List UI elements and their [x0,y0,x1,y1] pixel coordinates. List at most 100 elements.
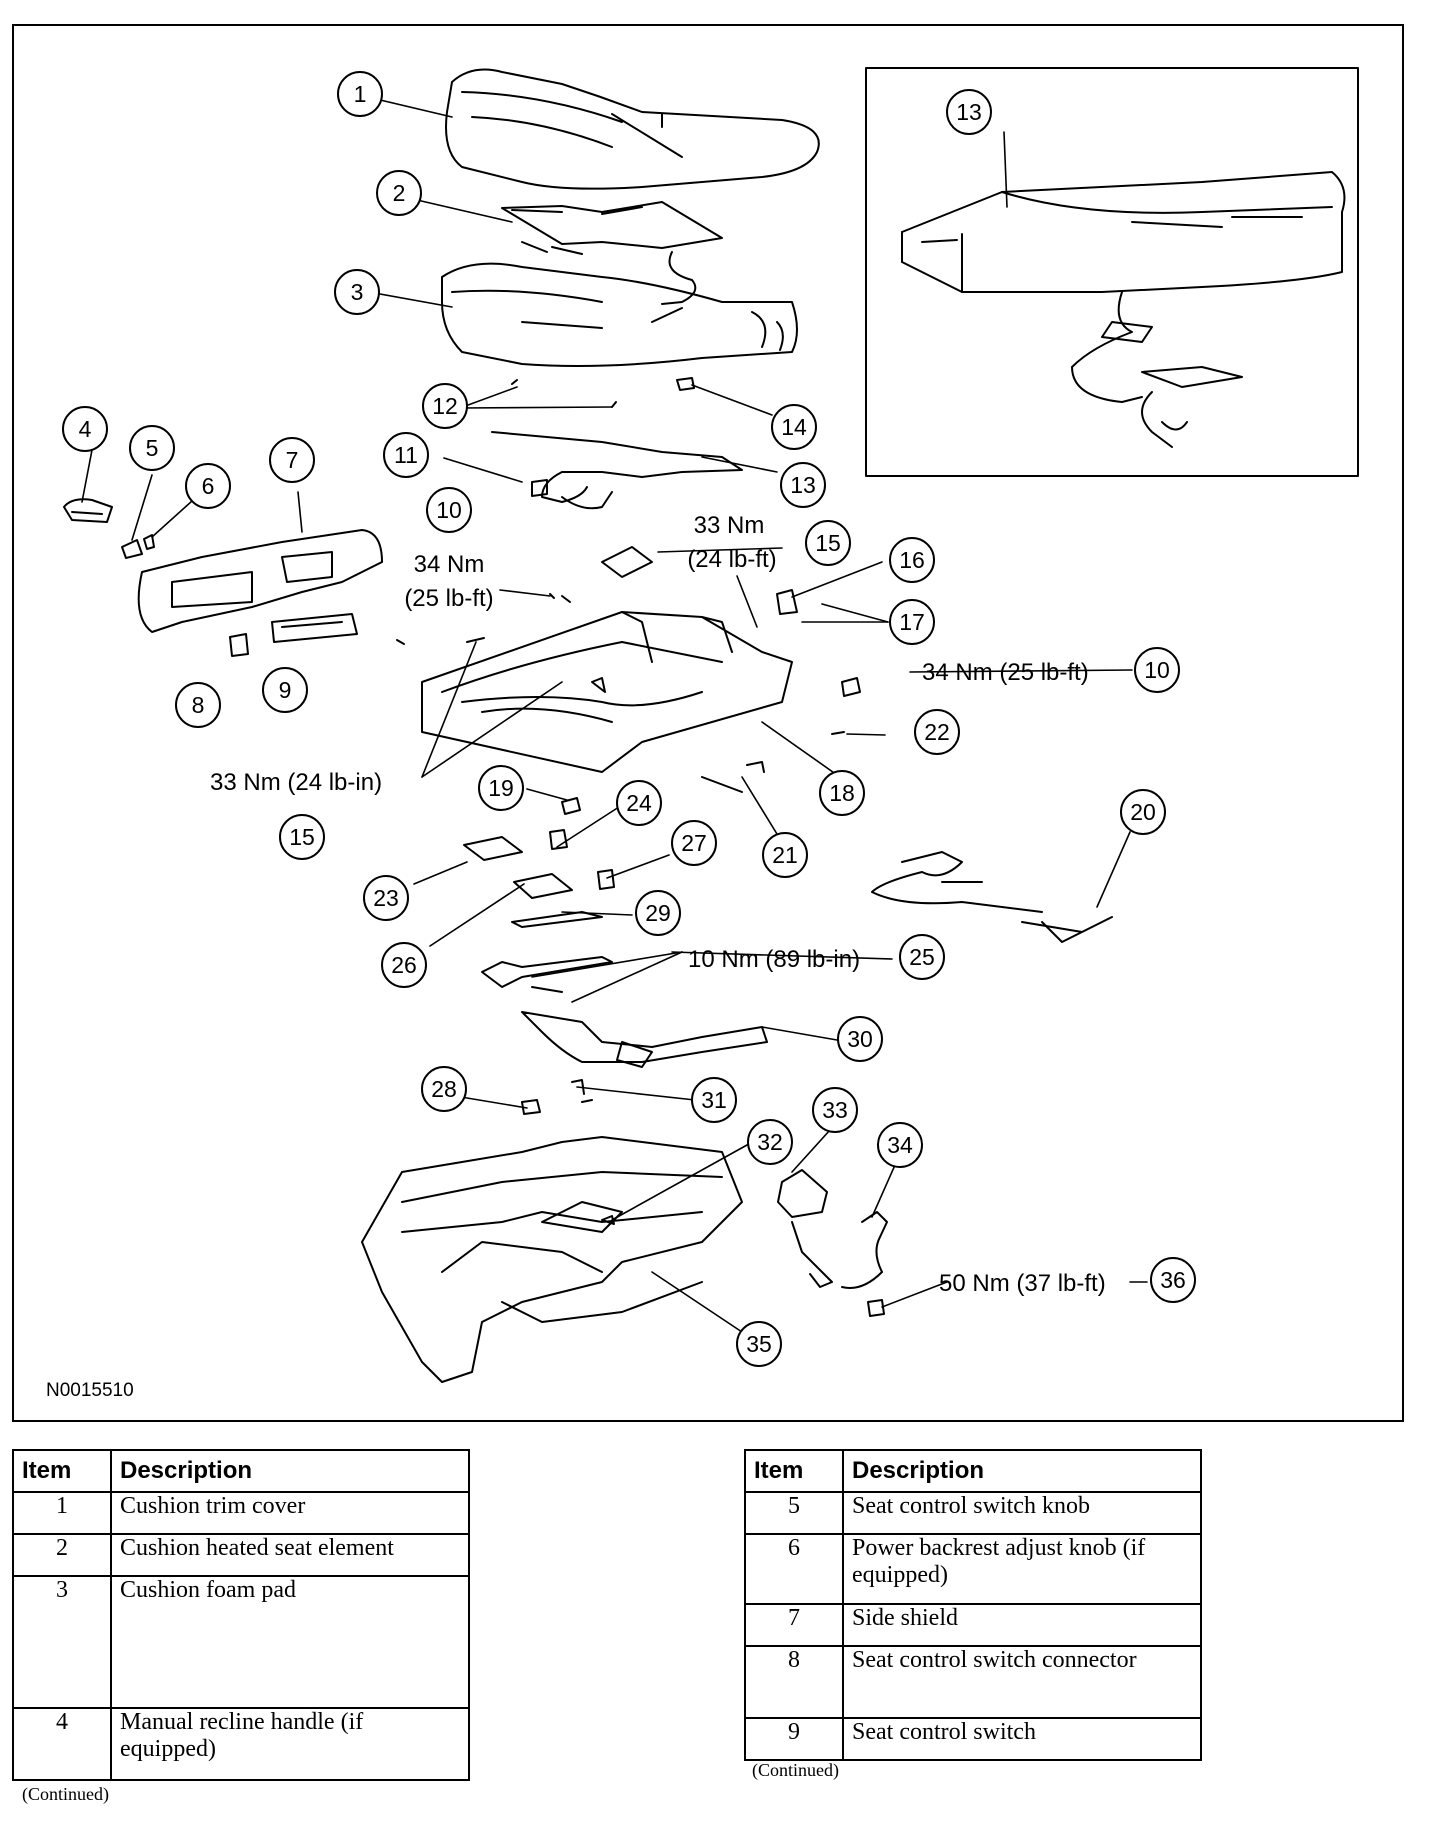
svg-text:31: 31 [701,1087,727,1113]
item-number: 3 [12,1575,112,1709]
svg-text:9: 9 [279,677,292,703]
callout-32: 32 [747,1119,793,1165]
svg-text:27: 27 [681,830,707,856]
callout-29: 29 [635,890,681,936]
item-description: Side shield [842,1603,1202,1647]
torque-label-t25: 10 Nm (89 lb-in) [688,946,860,973]
table-row: 9 Seat control switch [744,1717,1202,1761]
callout-11: 11 [383,432,429,478]
table-row: 6 Power backrest adjust knob (if equippe… [744,1533,1202,1605]
cushion-foam-pad-drawing [441,262,798,367]
svg-text:13: 13 [790,472,816,498]
callout-9: 9 [262,667,308,713]
item-description: Seat control switch knob [842,1491,1202,1535]
item-description: Cushion foam pad [110,1575,470,1709]
svg-text:22: 22 [924,719,950,745]
callout-13: 13 [780,462,826,508]
table-row: 1 Cushion trim cover [12,1491,470,1535]
svg-text:6: 6 [202,473,215,499]
callout-35: 35 [736,1321,782,1367]
svg-text:11: 11 [394,442,418,468]
heated-seat-element-drawing [501,201,723,305]
inset-frame [865,67,1359,477]
svg-text:29: 29 [645,900,671,926]
item-number: 5 [744,1491,844,1535]
callout-21: 21 [762,832,808,878]
torque-label-t10a_line2: (25 lb-ft) [404,585,493,612]
callout-4: 4 [62,406,108,452]
seat-control-switch-drawing [229,613,358,657]
svg-text:10: 10 [436,497,462,523]
svg-text:16: 16 [899,547,925,573]
table-header-row: Item Description [12,1449,470,1493]
inset-cushion-drawing [901,171,1346,448]
callout-14: 14 [771,404,817,450]
item-number: 4 [12,1707,112,1781]
callout-13: 13 [946,89,992,135]
item-description: Seat control switch connector [842,1645,1202,1719]
svg-text:13: 13 [956,99,982,125]
parts-table-right: Item Description 5 Seat control switch k… [744,1449,1202,1761]
svg-text:5: 5 [146,435,159,461]
table-row: 3 Cushion foam pad [12,1575,470,1709]
callout-27: 27 [671,820,717,866]
callout-7: 7 [269,437,315,483]
callout-26: 26 [381,942,427,988]
table-header-row: Item Description [744,1449,1202,1493]
svg-text:2: 2 [393,180,406,206]
torque-label-t15a_line1: 33 Nm [694,512,765,539]
continued-note-left: (Continued) [22,1784,109,1804]
item-description: Manual recline handle (if equipped) [110,1707,470,1781]
fasteners-drawing [396,593,845,815]
cushion-trim-cover-drawing [445,68,820,190]
callout-10: 10 [426,487,472,533]
svg-text:25: 25 [909,944,935,970]
recline-handle-drawing [63,498,155,559]
svg-text:3: 3 [351,279,364,305]
callout-28: 28 [421,1066,467,1112]
callout-19: 19 [478,765,524,811]
svg-text:15: 15 [289,824,315,850]
torque-label-t10a_line1: 34 Nm [414,551,485,578]
table-row: 7 Side shield [744,1603,1202,1647]
item-number: 8 [744,1645,844,1719]
callout-18: 18 [819,770,865,816]
callout-1: 1 [337,71,383,117]
callout-3: 3 [334,269,380,315]
continued-note-right: (Continued) [752,1760,839,1780]
callout-33: 33 [812,1087,858,1133]
seat-cushion-exploded-diagram: 1234567891010111213131415151617181920212… [62,67,1359,1383]
side-shield-drawing [137,529,383,633]
parts-table-left: Item Description 1 Cushion trim cover 2 … [12,1449,470,1781]
svg-text:1: 1 [354,81,367,107]
svg-text:20: 20 [1130,799,1156,825]
svg-text:15: 15 [815,530,841,556]
svg-text:30: 30 [847,1026,873,1052]
svg-text:17: 17 [899,609,925,635]
item-number: 9 [744,1717,844,1761]
backrest-cable-drawing [871,851,1113,943]
item-number: 2 [12,1533,112,1577]
callout-8: 8 [175,682,221,728]
callout-12: 12 [422,383,468,429]
item-number: 6 [744,1533,844,1605]
callout-20: 20 [1120,789,1166,835]
svg-text:26: 26 [391,952,417,978]
wiring-harness-drawing [491,377,743,510]
svg-text:24: 24 [626,790,652,816]
table-row: 8 Seat control switch connector [744,1645,1202,1719]
item-description: Seat control switch [842,1717,1202,1761]
callout-30: 30 [837,1016,883,1062]
callout-10: 10 [1134,647,1180,693]
callout-16: 16 [889,537,935,583]
callout-24: 24 [616,780,662,826]
svg-text:7: 7 [286,447,299,473]
svg-text:18: 18 [829,780,855,806]
callout-15: 15 [279,814,325,860]
svg-text:14: 14 [781,414,807,440]
table-row: 5 Seat control switch knob [744,1491,1202,1535]
svg-text:34: 34 [887,1132,913,1158]
torque-label-t36: 50 Nm (37 lb-ft) [939,1270,1106,1297]
torque-label-t15a_line2: (24 lb-ft) [687,546,776,573]
